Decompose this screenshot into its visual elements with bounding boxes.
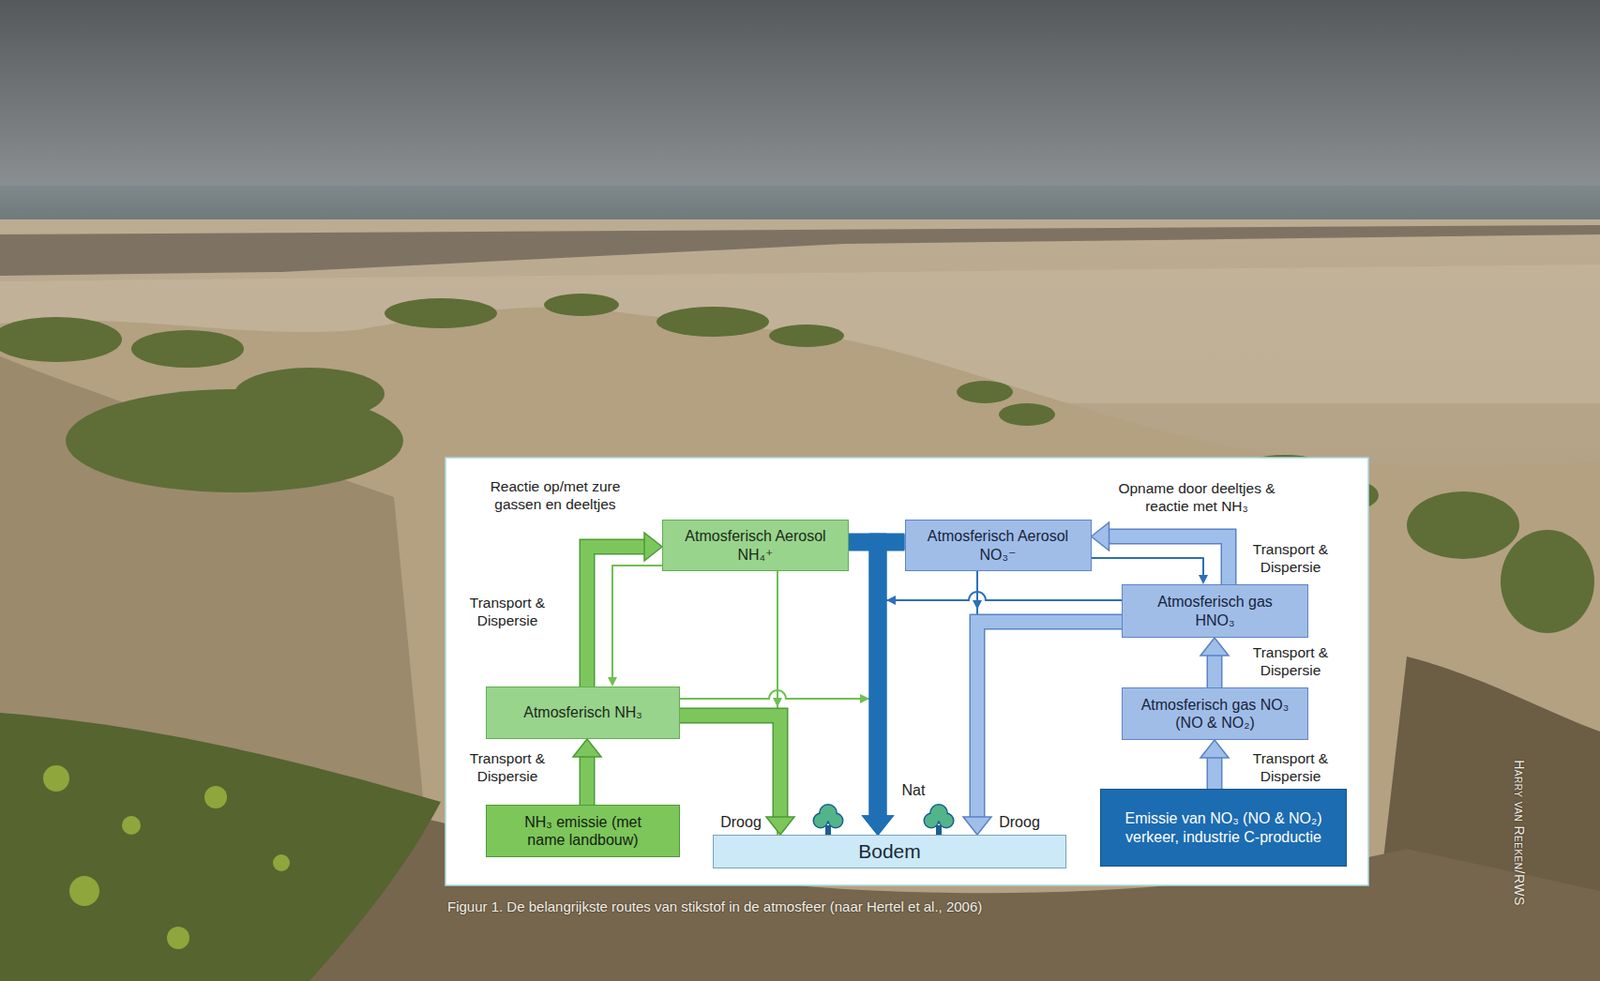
arrow-shaft xyxy=(679,715,781,819)
edge-label: Droog xyxy=(998,813,1041,831)
arrow-head xyxy=(862,815,893,835)
soil-box: Bodem xyxy=(712,834,1067,869)
sky xyxy=(0,0,1600,202)
dune xyxy=(0,306,1600,981)
node-text: Atmosferisch NH₃ xyxy=(523,703,643,722)
edge-label: Nat xyxy=(902,781,926,800)
node-text: Atmosferisch gas NO₃ (NO & NO₂) xyxy=(1131,695,1300,732)
arrow-outline xyxy=(579,754,596,805)
flow-arrow xyxy=(1200,637,1229,688)
arrow-outline xyxy=(1207,653,1223,688)
sea xyxy=(0,185,1600,226)
figure-caption: Figuur 1. De belangrijkste routes van st… xyxy=(447,898,982,916)
process-note: Reactie op/met zure gassen en deeltjes xyxy=(478,478,634,514)
arrow-head xyxy=(886,595,896,605)
vegetation-spots xyxy=(43,765,290,950)
edge-label: Transport & Dispersie xyxy=(1243,644,1338,680)
arrow-outline xyxy=(679,715,781,819)
arrow-shaft xyxy=(1207,653,1222,688)
arrow-outline xyxy=(1107,536,1230,585)
edge-label: Droog xyxy=(720,813,762,831)
arrow-shaft xyxy=(1207,755,1222,789)
tree-icon xyxy=(813,803,845,838)
arrow-shaft xyxy=(580,754,594,805)
aerosol-box: Atmosferisch Aerosol NH₄⁺ xyxy=(662,519,849,572)
arrow-head xyxy=(607,677,618,687)
arrow-head xyxy=(573,739,602,757)
flow-arrow xyxy=(607,565,663,687)
arrow-shaft xyxy=(877,591,1122,835)
edge-label: Transport & Dispersie xyxy=(1243,750,1338,785)
edge-label: Transport & Dispersie xyxy=(460,750,555,785)
flow-arrow xyxy=(573,739,602,805)
arrow-head xyxy=(972,600,982,610)
flow-arrow xyxy=(1091,558,1209,585)
dune-shadow xyxy=(0,356,441,981)
edge-label: Transport & Dispersie xyxy=(460,594,555,630)
flow-arrow xyxy=(679,715,795,835)
gas-box: Atmosferisch gas NO₃ (NO & NO₂) xyxy=(1121,687,1309,740)
flow-arrow xyxy=(1200,739,1229,789)
flow-arrow xyxy=(963,621,1122,835)
node-text: Emissie van NO₃ (NO & NO₂) verkeer, indu… xyxy=(1108,809,1339,846)
gas-box: Atmosferisch gas HNO₃ xyxy=(1121,584,1309,638)
arrow-head xyxy=(1198,574,1208,585)
arrow-head xyxy=(862,815,893,835)
tree-icon xyxy=(923,803,955,838)
edge-label: Transport & Dispersie xyxy=(1243,541,1338,576)
emission-box: NH₃ emissie (met name landbouw) xyxy=(485,804,680,858)
node-text: Atmosferisch gas HNO₃ xyxy=(1145,592,1286,629)
node-text: Atmosferisch Aerosol NH₄⁺ xyxy=(676,527,836,563)
arrow-shaft xyxy=(612,565,663,680)
arrow-head xyxy=(766,816,795,835)
flow-arrow xyxy=(877,591,1122,835)
arrow-head xyxy=(1200,637,1229,656)
arrow-head xyxy=(772,697,783,708)
vegetation xyxy=(0,712,441,981)
arrow-shaft xyxy=(1107,536,1230,585)
emission-box: Emissie van NO₃ (NO & NO₂) verkeer, indu… xyxy=(1100,788,1347,867)
arrow-head xyxy=(1091,522,1110,551)
arrow-head xyxy=(644,532,663,561)
diagram-panel xyxy=(445,457,1369,886)
arrow-head xyxy=(1200,739,1229,758)
arrow-outline xyxy=(1207,755,1223,789)
flow-arrow xyxy=(587,532,663,687)
arrow-shaft xyxy=(1091,558,1205,577)
arrow-head xyxy=(963,816,992,835)
beach xyxy=(0,219,1600,981)
flow-arrow xyxy=(862,542,906,835)
process-note: Opname door deeltjes & reactie met NH₃ xyxy=(1105,480,1289,515)
arrow-shaft xyxy=(877,542,906,818)
arrow-outline xyxy=(877,542,906,818)
arrow-head xyxy=(860,694,870,704)
node-text: Bodem xyxy=(858,839,921,863)
gas-box: Atmosferisch NH₃ xyxy=(485,686,680,740)
flow-arrow xyxy=(679,690,878,835)
aerosol-box: Atmosferisch Aerosol NO₃⁻ xyxy=(905,519,1092,572)
node-text: Atmosferisch Aerosol NO₃⁻ xyxy=(918,527,1078,563)
arrow-outline xyxy=(587,546,647,687)
arrow-shaft xyxy=(587,546,647,687)
photo-credit: Harry van Reeken/RWS xyxy=(1511,759,1528,906)
flow-arrow xyxy=(1091,522,1230,585)
arrow-shaft xyxy=(679,690,878,835)
node-text: NH₃ emissie (met name landbouw) xyxy=(508,813,659,849)
